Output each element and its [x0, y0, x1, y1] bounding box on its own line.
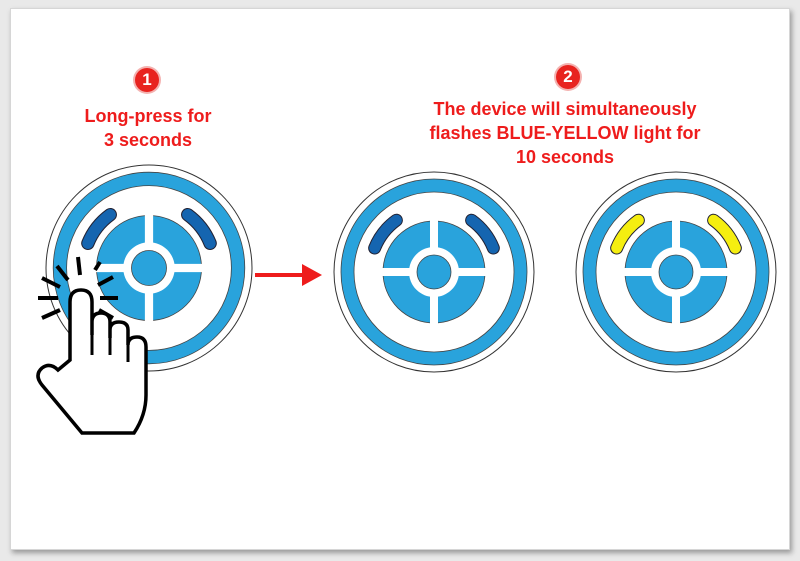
step-2-badge: 2 [556, 65, 580, 89]
led-indicator [611, 214, 644, 254]
step-1-caption-line: 3 seconds [103, 130, 193, 150]
center-button [416, 254, 452, 290]
step-1-caption-line: Long-press for [84, 106, 212, 126]
led-indicator [369, 214, 402, 254]
center-button [658, 254, 694, 290]
device-yellow-state [575, 171, 777, 373]
led-indicator [708, 214, 741, 254]
ring-edge [595, 191, 757, 353]
led-indicator [82, 209, 116, 249]
ring-edge [582, 178, 770, 366]
ring-edge [66, 185, 232, 351]
led-indicator [466, 214, 499, 254]
step-1-caption: Long-press for 3 seconds [48, 104, 248, 152]
pressing-hand-icon [36, 256, 148, 435]
device-blue-state [333, 171, 535, 373]
ring-edge [52, 171, 246, 365]
step-2-caption-line: The device will simultaneously [433, 99, 697, 119]
led-indicator [182, 209, 216, 249]
device-blue-ring [341, 179, 527, 365]
ring-edge [353, 191, 515, 353]
step-2-caption: The device will simultaneously flashes B… [390, 97, 740, 169]
arrow-right-icon [255, 264, 322, 286]
step-2-caption-line: 10 seconds [515, 147, 615, 167]
step-1-badge: 1 [135, 68, 159, 92]
ring-edge [340, 178, 528, 366]
device-blue-ring [583, 179, 769, 365]
step-2-caption-line: flashes BLUE-YELLOW light for [429, 123, 701, 143]
center-button [131, 250, 167, 286]
